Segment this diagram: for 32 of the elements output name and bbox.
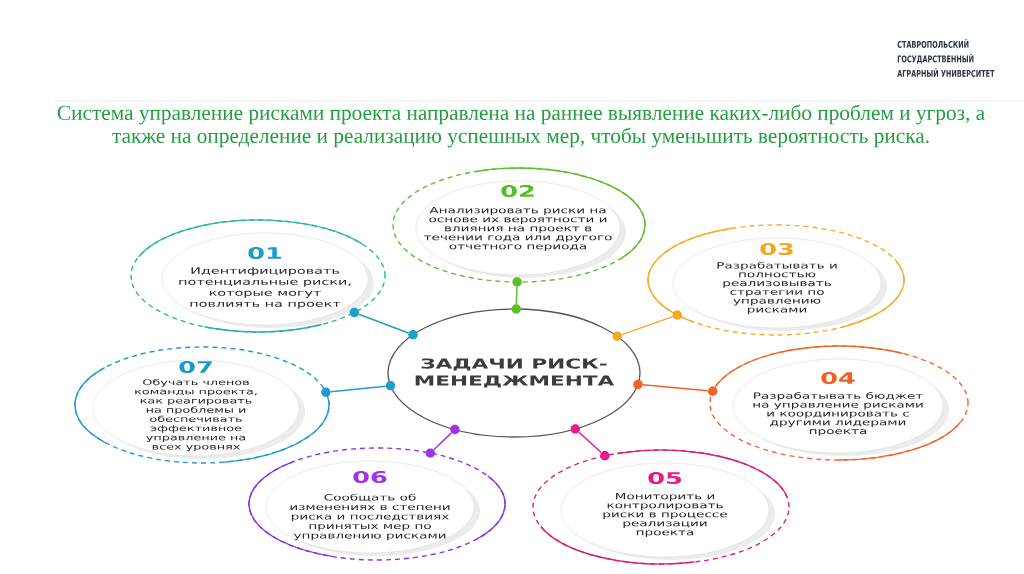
connector-line (621, 315, 674, 336)
step-circle (392, 167, 646, 283)
step-description: Идентифицировать потенциальные риски, которые могут повлиять на проект (179, 267, 351, 309)
step-description: Мониторить и контролировать риски в процессе реализации проекта (603, 493, 727, 537)
connector-line (433, 432, 453, 451)
connector-line (642, 384, 709, 392)
step-description: Разрабатывать бюджет на управление рисками и координировать с другими лидерами проекта (753, 392, 923, 436)
step-description: Сообщать об изменениях в степени риска и последствиях принятых мер по управлению рисками (290, 493, 450, 541)
step-number: 01 (248, 246, 282, 260)
center-title: ЗАДАЧИ РИСК-МЕНЕДЖМЕНТА (415, 358, 615, 388)
step-number: 05 (648, 471, 682, 485)
step-circle (709, 345, 969, 461)
university-name: СТАВРОПОЛЬСКИЙ ГОСУДАРСТВЕННЫЙ АГРАРНЫЙ УНИВЕРСИТЕТ (897, 39, 995, 77)
center-circle (387, 308, 641, 438)
step-number: 03 (760, 242, 793, 256)
step-circle (248, 447, 506, 561)
step-circle (74, 346, 330, 464)
title: Система управление рисками проекта направлена на раннее выявление каких-либо проблем и угроз, а также на определение и реализацию успешных мер, чтобы уменьшить вероятность риска. (57, 104, 985, 148)
connector-line (515, 286, 518, 305)
step-circle (130, 219, 386, 333)
step-number: 02 (501, 184, 534, 198)
connector-line (358, 313, 410, 334)
step-number: 07 (179, 360, 212, 374)
step-description: Анализировать риски на основе их вероятности и влияния на проект в течении года или другого отчетного периода (424, 207, 612, 251)
step-circle (647, 224, 905, 336)
step-number: 06 (353, 470, 387, 484)
step-description: Обучать членов команды проекта, как реагировать на проблемы и обеспечивать эффективное управление на всех уровнях (135, 378, 257, 452)
step-number: 04 (821, 371, 855, 385)
step-description: Разрабатывать и полностью реализовывать стратегии по управлению рисками (717, 261, 837, 315)
connector-line (330, 385, 387, 393)
connector-line (578, 431, 602, 454)
step-circle (532, 449, 790, 565)
